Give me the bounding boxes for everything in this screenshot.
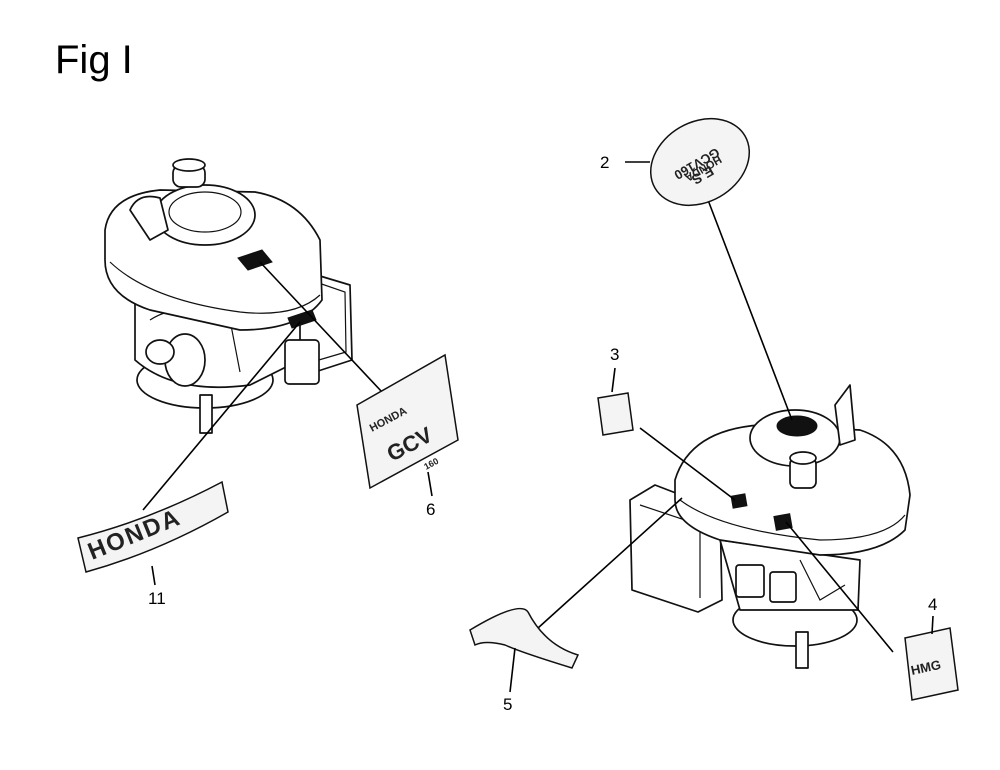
decal-5-curved xyxy=(469,607,580,669)
callout-4: 4 xyxy=(928,595,937,614)
decal-4-hmg: HMG xyxy=(904,627,959,701)
callout-11: 11 xyxy=(148,589,166,608)
figure-title: Fig I xyxy=(55,38,133,82)
decal-3-square xyxy=(597,392,634,436)
callout-5: 5 xyxy=(503,695,512,714)
right-engine xyxy=(629,384,911,669)
callout-3: 3 xyxy=(610,345,619,364)
decal-6-gcv: HONDA GCV 160 xyxy=(356,353,459,490)
decal-2-oval: HONDA GCV160 E S xyxy=(649,117,751,207)
decal-11-honda-strip: HONDA xyxy=(77,480,229,573)
left-engine xyxy=(104,158,353,434)
callout-2: 2 xyxy=(600,153,609,172)
callout-6: 6 xyxy=(426,500,435,519)
decal-4-text: HMG xyxy=(910,657,943,678)
